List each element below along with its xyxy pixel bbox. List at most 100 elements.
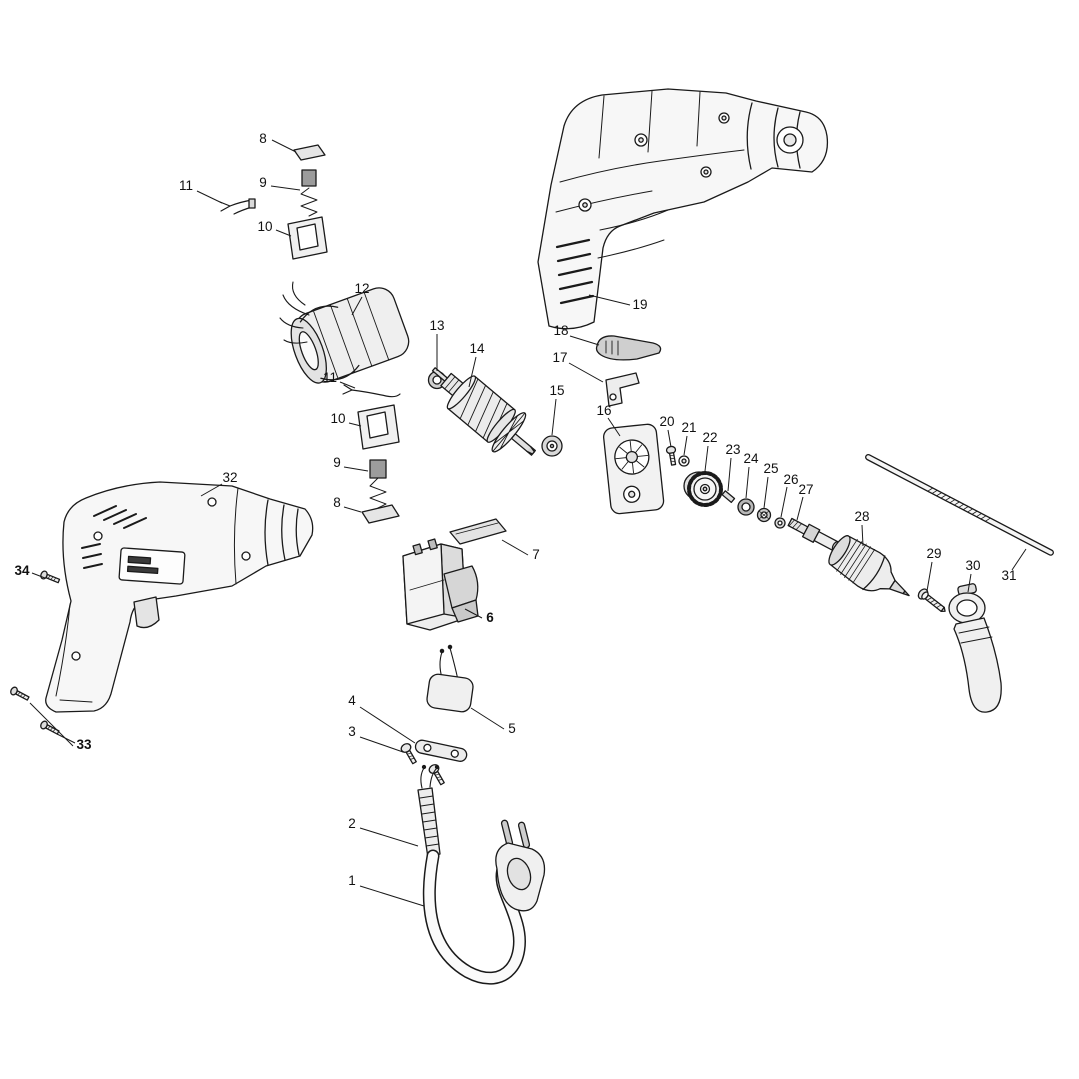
part-label-13: 13 <box>429 318 444 333</box>
motor-housing-half <box>537 88 829 330</box>
part-label-18: 18 <box>553 323 568 338</box>
washer-26 <box>774 517 786 529</box>
trigger <box>133 596 160 629</box>
leader-line-8a <box>271 139 297 153</box>
stator-lead-wires <box>279 281 310 344</box>
leader-line-24 <box>745 466 750 499</box>
screw-20 <box>665 445 677 466</box>
cord-clamp <box>400 739 468 786</box>
part-label-8a: 8 <box>259 131 267 146</box>
part-label-17: 17 <box>552 350 567 365</box>
carbon-brush-b <box>369 459 387 509</box>
leader-line-11b <box>339 381 356 389</box>
leader-line-10b <box>348 422 362 427</box>
part-label-6: 6 <box>486 610 494 625</box>
part-label-16: 16 <box>596 403 611 418</box>
part-label-29: 29 <box>926 546 941 561</box>
part-label-11b: 11 <box>323 370 337 385</box>
leader-line-2 <box>359 827 419 847</box>
lead-wire-b <box>342 384 401 398</box>
screw-33b <box>40 720 60 735</box>
spring-washer-25 <box>756 507 772 523</box>
leader-line-20 <box>667 429 672 448</box>
leader-line-33-1 <box>29 702 74 747</box>
brush-holder-b <box>357 404 400 450</box>
part-label-22: 22 <box>702 430 717 445</box>
brush-cap-b <box>361 504 400 524</box>
part-label-14: 14 <box>469 341 485 356</box>
leader-line-29 <box>926 561 933 592</box>
part-label-15: 15 <box>549 383 564 398</box>
lead-wire-a <box>219 198 256 215</box>
screw-33a <box>10 686 30 701</box>
leader-line-12 <box>351 296 363 316</box>
housing-vent-slots <box>555 238 595 305</box>
leader-line-9a <box>270 185 301 191</box>
chuck-screw <box>917 588 946 613</box>
brush-holder-a <box>287 216 328 260</box>
part-label-24: 24 <box>743 451 759 466</box>
slide-lever <box>595 335 662 361</box>
depth-rod <box>865 453 1054 556</box>
part-label-10b: 10 <box>330 411 345 426</box>
part-label-1: 1 <box>348 873 356 888</box>
part-label-33: 33 <box>76 737 92 752</box>
part-label-31: 31 <box>1001 568 1016 583</box>
part-label-30: 30 <box>965 558 980 573</box>
part-label-26: 26 <box>783 472 798 487</box>
part-label-2: 2 <box>348 816 356 831</box>
bearing-24 <box>737 498 755 516</box>
leader-line-6 <box>464 608 483 619</box>
leader-line-9b <box>343 466 369 472</box>
drill-vent-slots <box>81 505 147 569</box>
part-label-7: 7 <box>532 547 540 562</box>
bracket-17 <box>605 372 640 407</box>
part-label-4: 4 <box>348 693 356 708</box>
part-label-9a: 9 <box>259 175 267 190</box>
armature <box>431 367 536 456</box>
leader-line-26 <box>780 486 788 518</box>
leader-line-27 <box>796 496 804 521</box>
pin-23 <box>721 490 736 504</box>
leader-line-8b <box>343 506 362 513</box>
part-label-27: 27 <box>798 482 813 497</box>
part-label-9b: 9 <box>333 455 341 470</box>
bearing-bracket <box>602 423 665 515</box>
carbon-brush-a <box>300 169 318 217</box>
part-label-19: 19 <box>632 297 647 312</box>
leader-line-32 <box>200 483 223 497</box>
part-label-10a: 10 <box>257 219 272 234</box>
part-label-23: 23 <box>725 442 740 457</box>
part-label-3: 3 <box>348 724 356 739</box>
part-label-21: 21 <box>681 420 696 435</box>
chuck-jaws <box>902 590 910 597</box>
leader-line-14 <box>468 356 477 388</box>
leader-line-21 <box>683 435 688 456</box>
part-label-28: 28 <box>854 509 869 524</box>
part-label-34: 34 <box>14 563 30 578</box>
screw-34 <box>40 570 61 584</box>
part-label-11a: 11 <box>179 178 193 193</box>
bearing-13 <box>427 370 447 390</box>
part-label-12: 12 <box>354 281 369 296</box>
leader-line-11a <box>196 190 223 204</box>
field-stator <box>279 281 410 384</box>
clamp-screw-2 <box>428 764 445 786</box>
leader-line-25 <box>763 476 769 509</box>
clamp-screw-1 <box>400 743 417 765</box>
capacitor <box>426 644 474 713</box>
part-label-8b: 8 <box>333 495 341 510</box>
drill-body <box>45 481 314 713</box>
leader-line-18 <box>569 335 600 346</box>
bearing-15 <box>541 435 563 457</box>
cover-plate <box>449 518 507 545</box>
leader-line-28 <box>861 524 864 547</box>
brush-cap-a <box>293 144 326 161</box>
switch <box>402 538 479 631</box>
leader-line-3 <box>359 736 404 753</box>
part-label-25: 25 <box>763 461 778 476</box>
leader-line-15 <box>551 398 557 436</box>
